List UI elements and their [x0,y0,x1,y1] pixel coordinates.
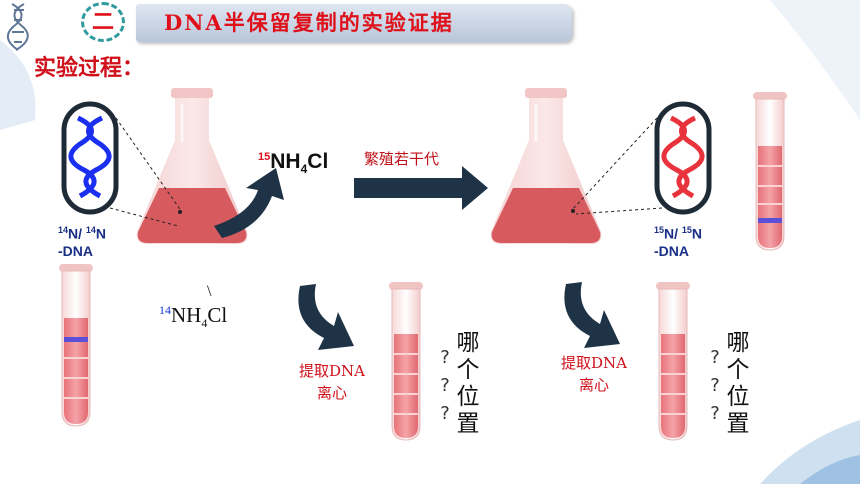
header-bar [136,4,572,42]
page-title: DNA半保留复制的实验证据 [164,10,454,35]
top-left-wave [0,40,36,130]
bacterium-14n [61,101,183,227]
band-14n [64,337,88,342]
band-15n [758,218,782,223]
tube-middle [389,282,423,441]
which-position-text-1: 哪 个 位 置 [456,330,480,437]
backslash-mark: \ [207,283,212,300]
tube-bottom-left [59,264,93,427]
curved-arrow-down-2-icon [564,282,620,348]
tube-right [656,282,690,441]
section-badge-ring [81,2,125,42]
label-14n-dna: 14N/ 14N -DNA [58,225,107,259]
dna-logo-icon [7,3,29,51]
reagent-15n-nh4cl: 15NH4Cl [258,150,329,177]
flask-right-liquid [491,188,601,243]
section-title: 实验过程： [34,55,145,81]
reagent-14n-nh4cl: 14NH4Cl [159,303,228,331]
extract-label-1: 提取DNA 离心 [299,362,365,402]
dna-helix-blue-icon [68,115,97,199]
tube-top-right [753,92,787,251]
which-position-text-2: 哪 个 位 置 [726,330,750,437]
top-right-wave [770,0,860,120]
label-15n-dna: 15N/ 15N -DNA [654,225,703,259]
question-marks-1: ? ? ? [440,347,450,424]
section-badge: 二 [91,9,114,35]
proliferate-label: 繁殖若干代 [364,150,440,168]
extract-label-2: 提取DNA 离心 [561,354,627,394]
flask-right [490,88,602,244]
curved-arrow-down-1-icon [298,284,354,350]
question-marks-2: ? ? ? [710,347,720,424]
bottom-right-wave-dark [800,455,860,484]
bacterium-15n [571,101,712,215]
curved-arrow-up-icon [214,168,284,238]
dna-helix-red-icon [661,115,690,199]
straight-arrow-icon [354,166,488,210]
